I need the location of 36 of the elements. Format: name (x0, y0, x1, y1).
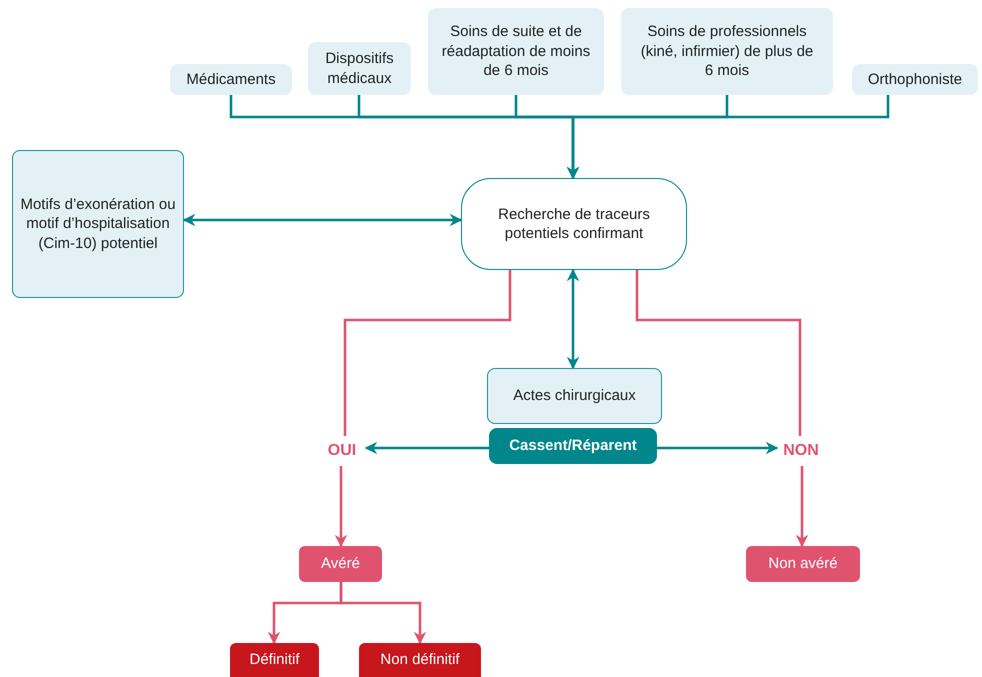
info-box (852, 64, 978, 95)
info-box (621, 8, 833, 95)
category-box (489, 428, 657, 464)
result-box (746, 546, 860, 582)
box-label: Cassent/Réparent (509, 436, 637, 456)
connector-arrow (566, 95, 890, 180)
box-label: Dispositifs médicaux (324, 49, 395, 88)
box-label: Définitif (249, 650, 300, 670)
decision-label: NON (783, 440, 819, 461)
box-label: Non avéré (768, 554, 838, 574)
connector-arrow (566, 268, 580, 370)
connector-arrow (182, 214, 462, 226)
info-box (308, 42, 411, 95)
box-label: Recherche de traceurs potentiels confirmant (497, 204, 651, 244)
info-box (12, 150, 184, 298)
box-label: Orthophoniste (868, 70, 962, 90)
connector-arrow (334, 466, 348, 548)
connector-arrow (364, 442, 489, 454)
connector-arrow (657, 442, 778, 454)
box-label: Médicaments (186, 70, 276, 90)
info-box (428, 8, 604, 95)
box-label: Soins de professionnels (kiné, infirmier) de plus de 6 mois (640, 22, 814, 81)
box-label: Avéré (321, 554, 360, 574)
box-label: Non définitif (380, 650, 460, 670)
result-box (299, 546, 382, 582)
decision-label: OUI (328, 440, 356, 461)
box-label: Motifs d’exonération ou motif d’hospitalisation (Cim-10) potentiel (19, 194, 177, 254)
connector-arrow (796, 466, 808, 548)
outcome-box (359, 643, 481, 677)
box-label: Actes chirurgicaux (513, 386, 636, 406)
connector-arrow (340, 582, 426, 644)
outcome-box (230, 643, 319, 677)
box-label: Soins de suite et de réadaptation de moins de 6 mois (440, 22, 592, 81)
info-box (170, 64, 292, 95)
info-box (487, 368, 662, 424)
process-box (461, 178, 687, 270)
